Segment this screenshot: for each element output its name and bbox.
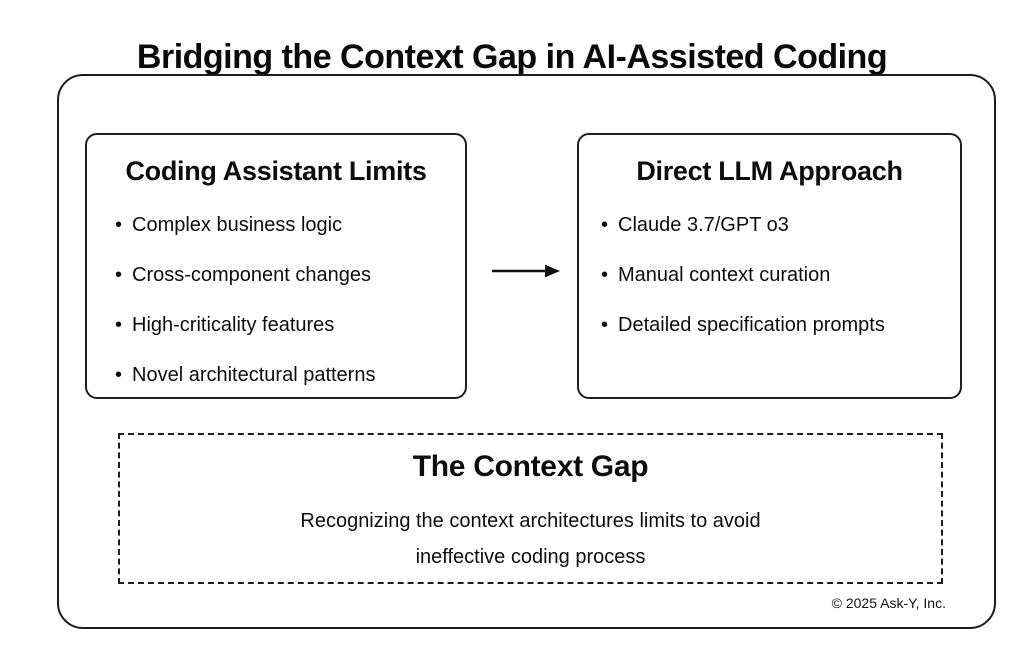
list-item: • Manual context curation — [601, 261, 960, 289]
list-item: • High-criticality features — [115, 311, 465, 339]
coding-assistant-limits-list: • Complex business logic • Cross-component… — [87, 211, 465, 389]
list-item: • Detailed specification prompts — [601, 311, 960, 339]
list-item: • Claude 3.7/GPT o3 — [601, 211, 960, 239]
page-title: Bridging the Context Gap in AI-Assisted … — [136, 37, 888, 76]
context-gap-description-line-1: Recognizing the context architectures li… — [300, 510, 761, 532]
bullet-icon: • — [115, 314, 123, 336]
direct-llm-approach-heading: Direct LLM Approach — [636, 156, 903, 186]
context-gap-description-line-2: ineffective coding process — [415, 546, 646, 568]
list-item-text: Complex business logic — [132, 214, 343, 236]
list-item: • Cross-component changes — [115, 261, 465, 289]
direct-llm-approach-list: • Claude 3.7/GPT o3 • Manual context curat… — [579, 211, 960, 339]
context-gap-heading: The Context Gap — [412, 450, 649, 483]
list-item-text: Detailed specification prompts — [618, 314, 885, 336]
arrow-right-icon — [491, 261, 563, 281]
list-item-text: Manual context curation — [618, 264, 831, 286]
list-item-text: High-criticality features — [132, 314, 335, 336]
bullet-icon: • — [115, 364, 123, 386]
list-item-text: Claude 3.7/GPT o3 — [618, 214, 789, 236]
context-gap-box: The Context Gap Recognizing the context … — [118, 433, 943, 584]
direct-llm-approach-box: Direct LLM Approach • Claude 3.7/GPT o3 •… — [577, 133, 962, 399]
copyright-text: © 2025 Ask-Y, Inc. — [831, 595, 946, 611]
list-item-text: Novel architectural patterns — [132, 364, 376, 386]
bullet-icon: • — [601, 314, 609, 336]
bullet-icon: • — [115, 214, 123, 236]
list-item: • Complex business logic — [115, 211, 465, 239]
coding-assistant-limits-box: Coding Assistant Limits • Complex busines… — [85, 133, 467, 399]
diagram-canvas: Coding Assistant Limits • Complex busines… — [57, 74, 996, 629]
list-item: • Novel architectural patterns — [115, 361, 465, 389]
list-item-text: Cross-component changes — [132, 264, 372, 286]
coding-assistant-limits-heading: Coding Assistant Limits — [125, 156, 427, 186]
bullet-icon: • — [601, 214, 609, 236]
bullet-icon: • — [601, 264, 609, 286]
bullet-icon: • — [115, 264, 123, 286]
